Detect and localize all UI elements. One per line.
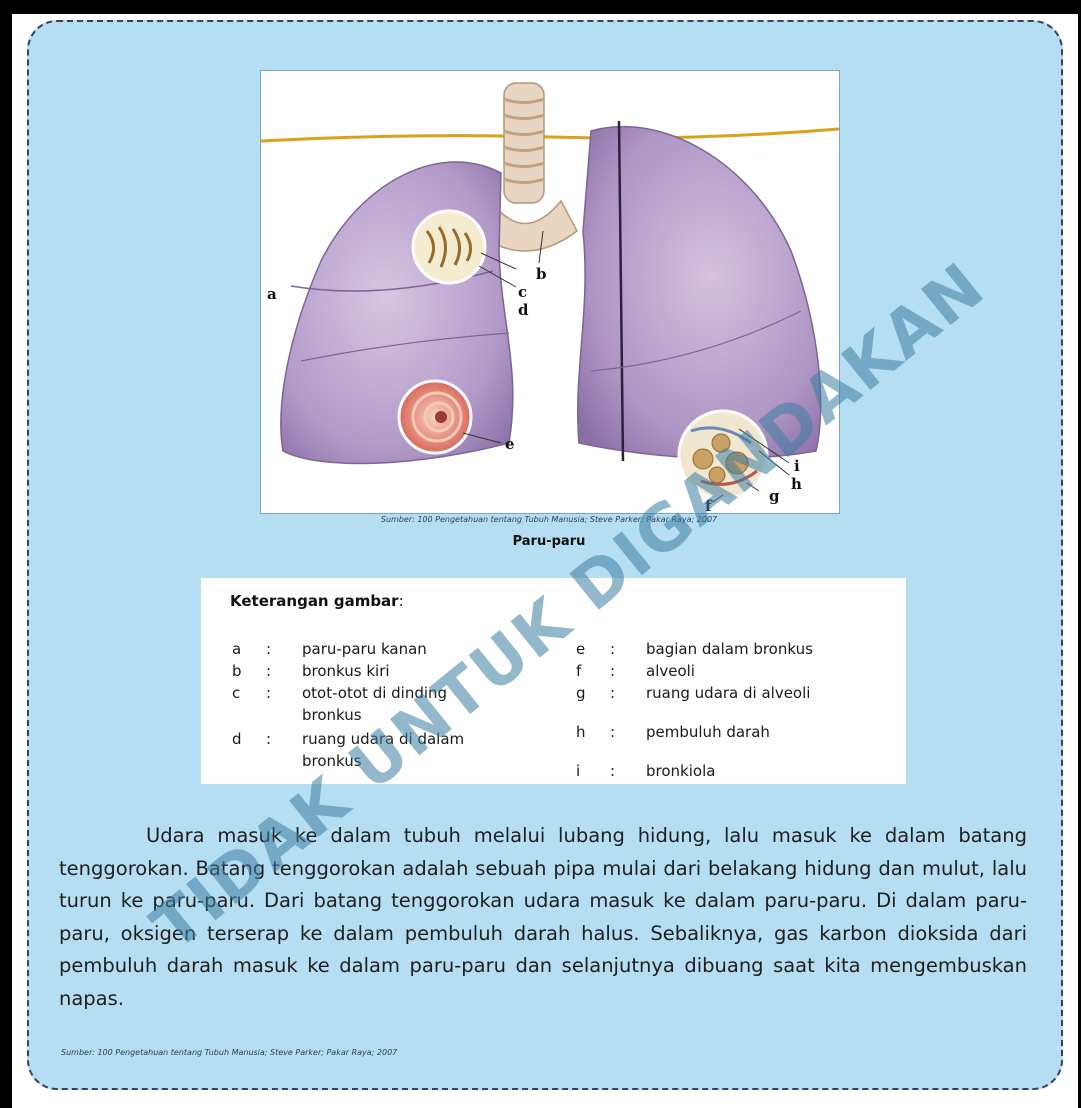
legend-sep: : (610, 682, 615, 704)
right-lung-shape (281, 162, 513, 464)
label-c: c (518, 283, 527, 301)
content-panel: a b c d e f g h i Sumber: 100 Pengetahua… (27, 20, 1063, 1090)
legend-sep: : (266, 682, 271, 704)
legend-key: a (232, 638, 252, 660)
page-frame: a b c d e f g h i Sumber: 100 Pengetahua… (12, 14, 1078, 1108)
label-d: d (518, 301, 529, 319)
legend-key: i (576, 760, 596, 782)
legend-sep: : (610, 721, 615, 743)
paragraph-source: Sumber: 100 Pengetahuan tentang Tubuh Ma… (61, 1048, 397, 1057)
legend-text: alveoli (646, 660, 695, 682)
legend-heading-colon: : (399, 592, 404, 610)
figure-source: Sumber: 100 Pengetahuan tentang Tubuh Ma… (260, 515, 838, 524)
bronchus-muscle-inset (413, 211, 485, 283)
legend-text: bronkiola (646, 760, 715, 782)
figure-title: Paru-paru (260, 534, 838, 549)
legend-sep: : (610, 638, 615, 660)
label-f: f (705, 497, 713, 513)
legend-sep: : (266, 638, 271, 660)
legend-sep: : (266, 660, 271, 682)
left-lung-shape (578, 127, 821, 459)
legend-key: e (576, 638, 596, 660)
legend-key: h (576, 721, 596, 743)
legend-text: otot-otot di dinding (302, 682, 447, 704)
legend-key: c (232, 682, 252, 704)
label-a: a (267, 285, 277, 303)
body-paragraph: Udara masuk ke dalam tubuh melalui luban… (59, 820, 1027, 1015)
legend-sep: : (610, 660, 615, 682)
legend-sep: : (266, 728, 271, 750)
legend-key: f (576, 660, 596, 682)
legend-heading-text: Keterangan gambar (230, 592, 399, 610)
alveoli-inset (679, 411, 767, 499)
legend-text: bronkus kiri (302, 660, 390, 682)
legend-key: g (576, 682, 596, 704)
legend-box: Keterangan gambar: a: paru-paru kanan b: b… (201, 578, 906, 784)
legend-text: pembuluh darah (646, 721, 770, 743)
label-h: h (791, 475, 802, 493)
legend-text: ruang udara di dalam (302, 728, 464, 750)
label-e: e (505, 435, 515, 453)
legend-text: bagian dalam bronkus (646, 638, 813, 660)
legend-sep: : (610, 760, 615, 782)
legend-text-cont: bronkus (302, 750, 362, 772)
legend-heading: Keterangan gambar: (230, 592, 404, 610)
lungs-illustration: a b c d e f g h i (260, 70, 840, 514)
label-i: i (794, 457, 800, 475)
legend-key: b (232, 660, 252, 682)
label-b: b (536, 265, 547, 283)
lungs-drawing: a b c d e f g h i (261, 71, 839, 513)
label-g: g (769, 487, 780, 505)
legend-text-cont: bronkus (302, 704, 362, 726)
legend-text: ruang udara di alveoli (646, 682, 810, 704)
legend-key: d (232, 728, 252, 750)
legend-text: paru-paru kanan (302, 638, 427, 660)
